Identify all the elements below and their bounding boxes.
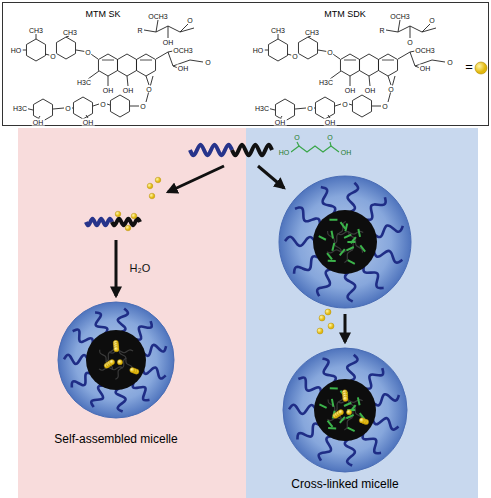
- node-label: =: [465, 60, 473, 74]
- atom-label: OH: [344, 87, 357, 94]
- drug-dot: [319, 315, 325, 321]
- crosslinked-loaded-micelle-drawing: [283, 348, 407, 472]
- small-copolymer-black: [112, 219, 140, 226]
- atom-label: OCH3: [147, 13, 168, 20]
- crosslinked-empty-micelle-drawing: [279, 176, 411, 308]
- atom-label: O: [387, 86, 394, 93]
- atom-label: CH3: [270, 27, 286, 34]
- atom-label: OH: [162, 39, 175, 46]
- drug-dot: [131, 213, 137, 219]
- structure-box-fill: [2, 2, 489, 126]
- atom-label: O: [145, 86, 152, 93]
- arrow-right: [258, 166, 284, 188]
- atom-label: H3C: [76, 79, 92, 86]
- atom-label: OH: [122, 87, 135, 94]
- small-copolymer-blue: [86, 219, 112, 226]
- atom-label: O: [446, 59, 453, 66]
- crosslinker-atom-label: OH: [340, 149, 353, 156]
- atom-label: O: [204, 59, 211, 66]
- node-label: MTM SK: [86, 10, 121, 20]
- block-copolymer-black: [232, 145, 272, 156]
- atom-label: O: [64, 105, 71, 112]
- atom-label: O: [186, 17, 193, 24]
- crosslinker-structure: [291, 146, 339, 152]
- drug-dot: [115, 211, 121, 217]
- atom-label: OH: [364, 87, 377, 94]
- atom-label: O: [49, 53, 56, 60]
- atom-label: OCH3: [389, 13, 410, 20]
- drug-dot: [325, 309, 331, 315]
- atom-label: OH: [102, 87, 115, 94]
- atom-label: OH: [82, 119, 95, 126]
- crosslinker-atom-label: HO: [278, 149, 291, 156]
- atom-label: OCH3: [414, 47, 435, 54]
- mtm-sk-structure: [20, 20, 203, 121]
- atom-label: CH3: [304, 29, 320, 36]
- structure-box: MTM SK MTM SDK =: [2, 2, 489, 126]
- self-assembled-micelle-drawing: [58, 302, 174, 418]
- atom-label: O: [99, 101, 106, 108]
- atom-label: R: [378, 27, 385, 34]
- pink-panel: [18, 128, 246, 498]
- drug-dot: [125, 225, 131, 231]
- atom-label: OH: [274, 119, 287, 126]
- atom-label: O: [381, 103, 388, 110]
- node-label: Cross-linked micelle: [291, 478, 398, 491]
- arrow-down-left: [115, 240, 118, 296]
- atom-label: CH3: [62, 29, 78, 36]
- atom-label: H3C: [12, 105, 28, 112]
- drug-symbol: [475, 62, 487, 74]
- node-label: MTM SDK: [324, 10, 366, 20]
- blue-panel: [246, 128, 478, 498]
- arrow-down-right: [344, 314, 347, 342]
- atom-label: O: [291, 53, 298, 60]
- drug-dot: [147, 183, 153, 189]
- atom-label: OH: [419, 65, 432, 72]
- node-label: Self-assembled micelle: [54, 433, 177, 446]
- atom-label: O: [428, 17, 435, 24]
- atom-label: H3C: [254, 105, 270, 112]
- atom-label: O: [139, 103, 146, 110]
- arrow-left: [168, 166, 224, 192]
- drug-dot: [328, 323, 334, 329]
- atom-label: O: [326, 49, 333, 56]
- atom-label: OH: [324, 119, 337, 126]
- drug-dot: [149, 193, 155, 199]
- atom-label: O: [406, 39, 413, 46]
- crosslinker-atom-label: O: [293, 134, 300, 141]
- atom-label: HO: [252, 47, 265, 54]
- atom-label: O: [306, 105, 313, 112]
- atom-label: R: [136, 27, 143, 34]
- atom-label: CH3: [28, 27, 44, 34]
- atom-label: H3C: [318, 79, 334, 86]
- atom-label: OH: [32, 119, 45, 126]
- drug-dot: [317, 328, 323, 334]
- crosslinker-atom-label: O: [326, 134, 333, 141]
- atom-label: O: [341, 101, 348, 108]
- atom-label: HO: [10, 47, 23, 54]
- atom-label: OCH3: [172, 47, 193, 54]
- pink-panel: Self-assembled micelle: [18, 128, 246, 498]
- block-copolymer-blue: [190, 145, 232, 156]
- blue-panel: Cross-linked micelle: [246, 128, 478, 498]
- atom-label: O: [84, 49, 91, 56]
- reagent-label: H₂O: [129, 263, 152, 274]
- drug-dot: [155, 177, 161, 183]
- atom-label: OH: [177, 65, 190, 72]
- mtm-sdk-structure: [262, 20, 445, 121]
